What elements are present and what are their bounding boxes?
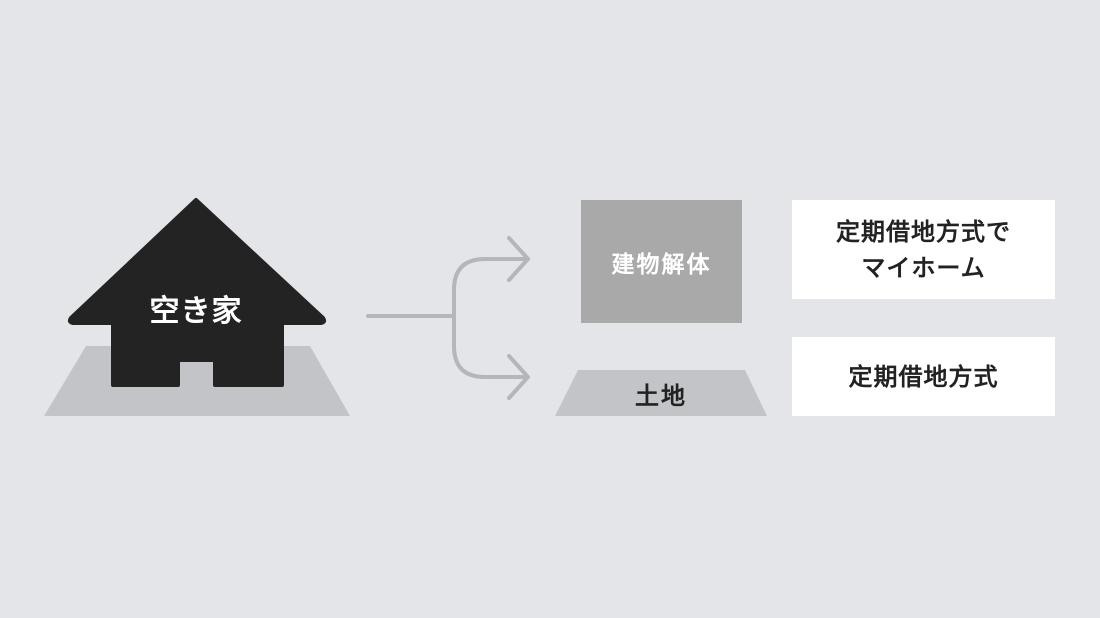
house-label: 空き家 (149, 294, 243, 329)
result-box-home: 定期借地方式で マイホーム (792, 200, 1055, 299)
branch-arrow-icon (366, 236, 530, 400)
demolition-label: 建物解体 (611, 251, 712, 278)
demolition-box: 建物解体 (581, 200, 742, 323)
result-land-line1: 定期借地方式 (848, 362, 999, 391)
result-home-line1: 定期借地方式で (836, 217, 1011, 246)
house-ground-shape (44, 346, 350, 416)
result-home-line2: マイホーム (861, 253, 986, 282)
result-box-land: 定期借地方式 (792, 337, 1055, 416)
land-label: 土地 (635, 381, 687, 410)
